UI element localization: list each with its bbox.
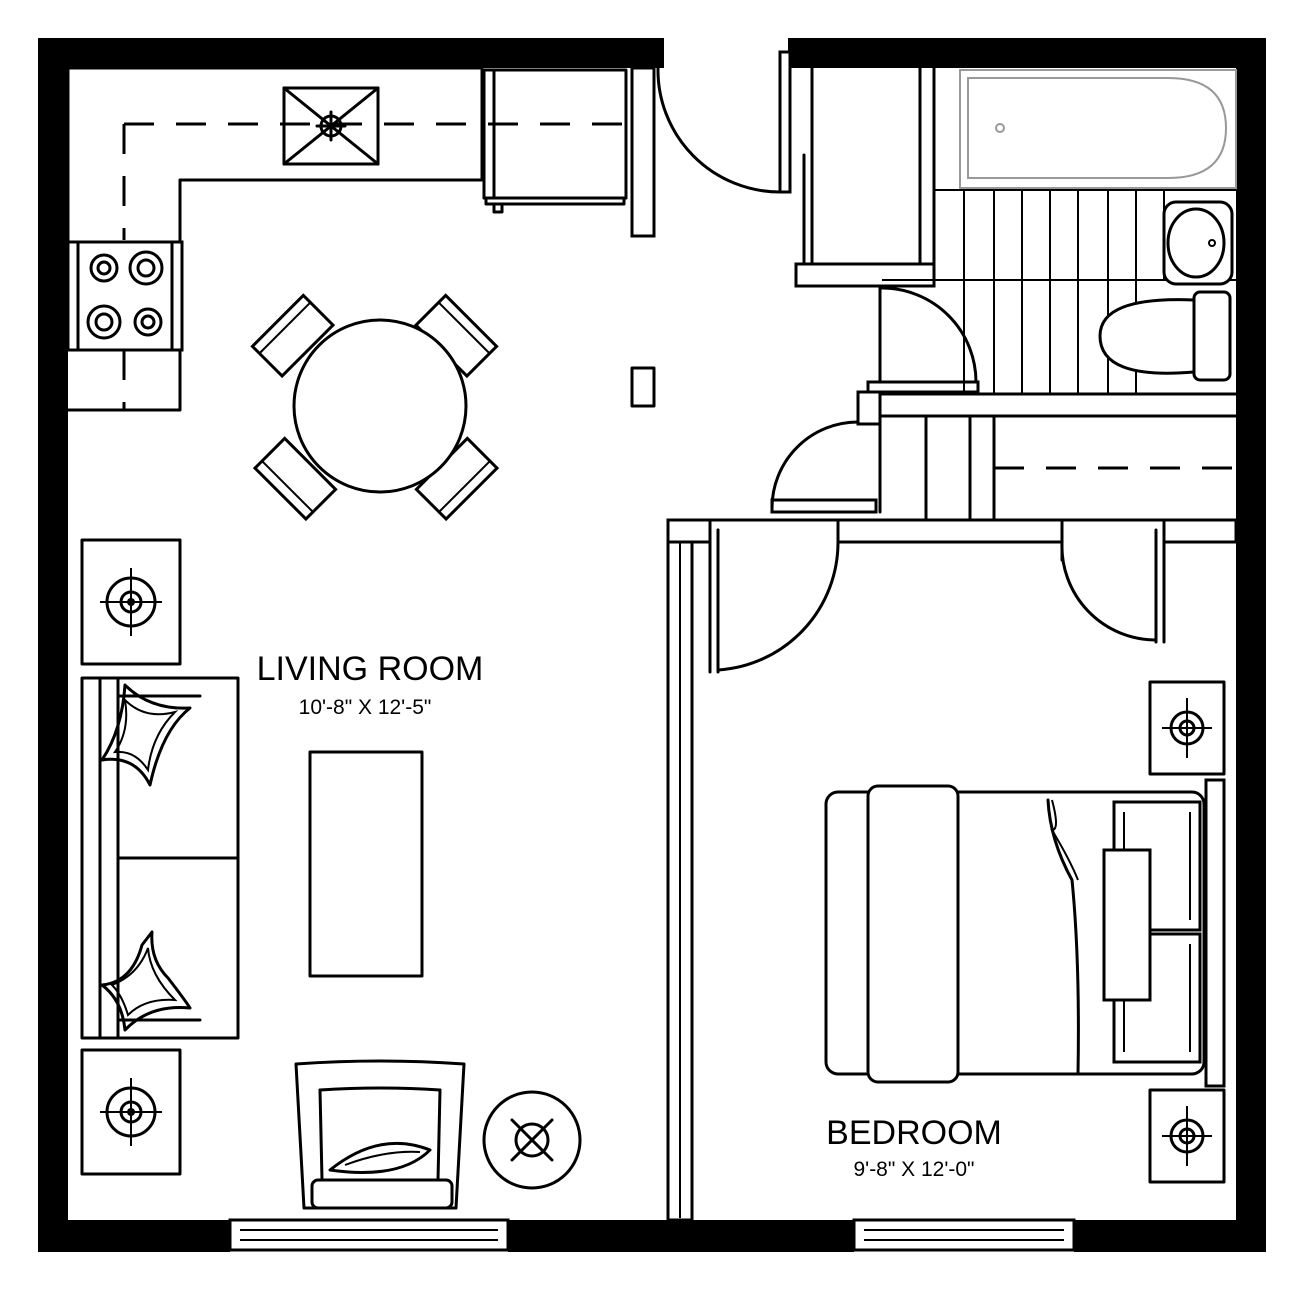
stove (66, 240, 184, 352)
nightstand-upper (1148, 680, 1226, 776)
closet-door (770, 420, 878, 514)
exterior-walls (38, 38, 1266, 1252)
armchair (294, 1059, 466, 1210)
bedroom-window (852, 1218, 1076, 1252)
kitchen-counter (66, 66, 632, 412)
bathroom-door (866, 286, 980, 394)
living-room-dimensions: 10'-8" X 12'-5" (299, 696, 432, 719)
living-room-name: LIVING ROOM (257, 650, 484, 688)
dining-set (250, 293, 500, 522)
end-table-upper (80, 538, 182, 666)
nightstand-lower (1148, 1088, 1226, 1184)
kitchen-sink (282, 86, 380, 166)
living-room-window (228, 1218, 510, 1252)
refrigerator (482, 68, 628, 214)
coffee-table (308, 750, 424, 978)
pillow-icon (100, 683, 192, 787)
bathtub (959, 69, 1237, 189)
bed (824, 778, 1226, 1088)
bathroom-sink (1162, 200, 1234, 286)
bedroom-closet-door (1060, 540, 1158, 642)
pillow-icon (100, 930, 192, 1032)
end-table-lower (80, 1048, 182, 1176)
bedroom-name: BEDROOM (826, 1114, 1002, 1152)
entry-door (656, 66, 782, 194)
bedroom-dimensions: 9'-8" X 12'-0" (854, 1158, 975, 1181)
wall-switch (630, 366, 656, 408)
toilet (1098, 290, 1232, 382)
floor-lamp (482, 1090, 582, 1190)
sofa (80, 676, 240, 1040)
interior-walls (630, 50, 1238, 1222)
bedroom-door (716, 528, 840, 672)
